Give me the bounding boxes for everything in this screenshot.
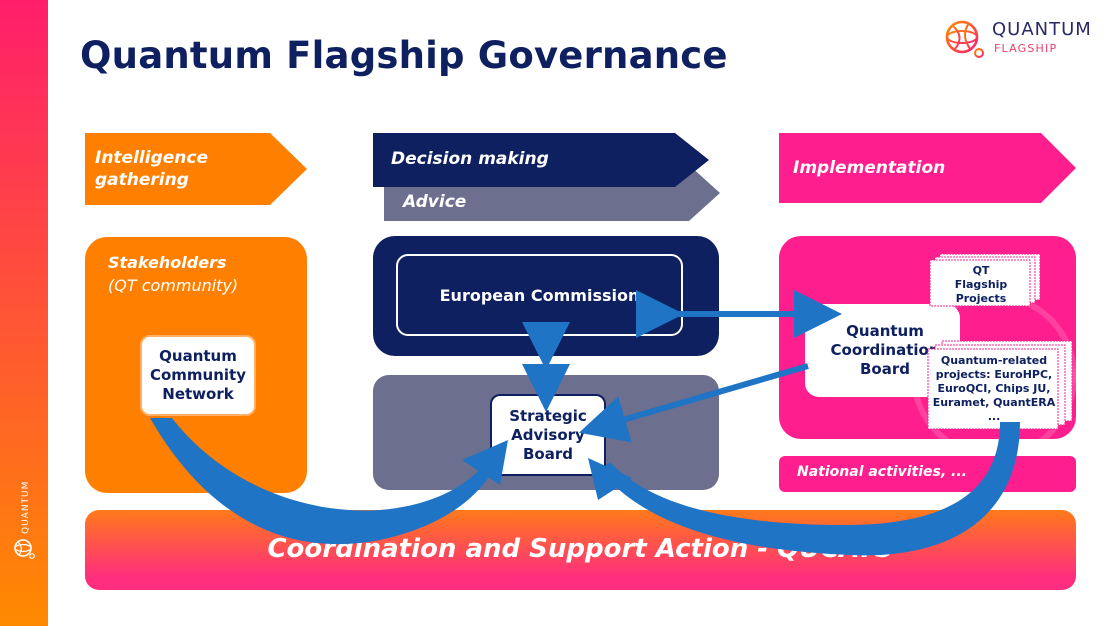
advice-phase-label: Advice [403, 192, 467, 212]
related-sab-curve [600, 422, 1020, 556]
qcb-sab-arrow [578, 363, 809, 443]
sidebar-logo-icon [14, 539, 35, 559]
related-sab-arrowhead [588, 458, 632, 500]
logo-text-quantum: QUANTUM [992, 19, 1092, 40]
logo-text-flagship: FLAGSHIP [994, 42, 1058, 55]
related-projects-label: Quantum-related projects: EuroHPC, EuroQ… [932, 354, 1056, 423]
sidebar-word: QUANTUM [21, 481, 31, 534]
quantum-coordination-board-label: Quantum Coordination Board [830, 322, 940, 378]
quantum-flagship-logo: QUANTUM FLAGSHIP [942, 16, 1092, 62]
implementation-phase-label: Implementation [793, 158, 946, 178]
sidebar-bar [0, 0, 48, 626]
european-commission-label: European Commission [439, 285, 640, 305]
related-projects-doc-stack-icon [927, 340, 1073, 430]
network-sab-curve [150, 418, 500, 545]
globe-logo-icon [945, 20, 984, 58]
stakeholders-title: Stakeholders [108, 253, 227, 272]
national-activities-label: National activities, ... [797, 464, 967, 480]
intelligence-phase-label: Intelligence gathering [95, 148, 208, 190]
network-sab-arrowhead [462, 440, 508, 485]
quantum-community-network-box: Quantum Community Network [140, 335, 256, 416]
qt-flagship-projects-label: QT Flagship Projects [954, 264, 1008, 305]
decision-phase-arrow [373, 133, 709, 187]
implementation-phase-arrow [779, 133, 1076, 203]
page-title: Quantum Flagship Governance [80, 34, 728, 77]
sidebar-wordmark: QUANTUM [21, 481, 31, 534]
national-activities-bar: National activities, ... [779, 456, 1076, 492]
intelligence-phase-arrow [85, 133, 307, 205]
qt-projects-doc-stack-icon [929, 253, 1041, 307]
decision-phase-label: Decision making [391, 149, 549, 169]
stakeholders-subtitle: (QT community) [108, 276, 239, 295]
